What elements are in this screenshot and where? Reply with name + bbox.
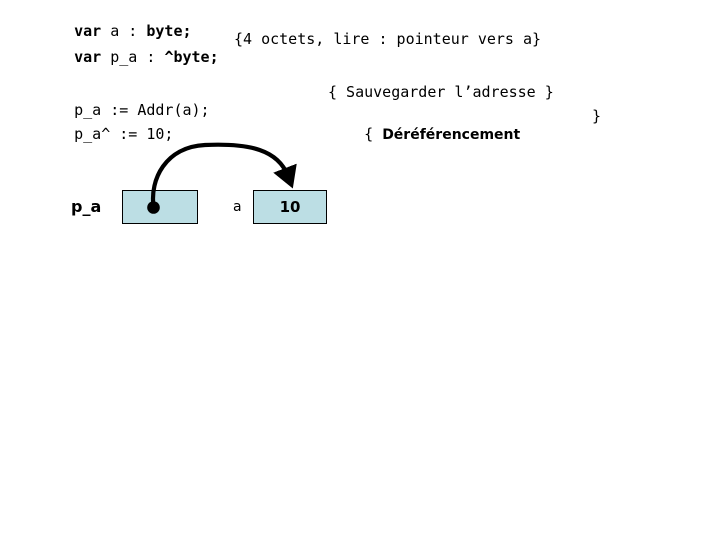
statement-addr-assign: p_a := Addr(a); <box>74 101 210 119</box>
comment-dereference: { Déréférencement} <box>328 107 602 162</box>
pointer-arrow-path <box>150 142 297 209</box>
pointer-origin-dot <box>147 201 160 214</box>
code-line-var-a: var a : byte; <box>38 4 192 58</box>
identifier-pa-decl: p_a : <box>101 48 165 66</box>
type-byte: byte; <box>146 22 192 40</box>
statement-deref-assign: p_a^ := 10; <box>74 125 174 143</box>
memory-label-a: a <box>233 199 242 215</box>
identifier-a-decl: a : <box>101 22 147 40</box>
type-pointer-byte: ^byte; <box>164 48 219 66</box>
comment-deref-word: Déréférencement <box>382 127 521 143</box>
comment-brace-close: } <box>592 107 602 125</box>
code-line-var-pa: var p_a : ^byte; <box>38 30 219 84</box>
comment-save-address: { Sauvegarder l’adresse } <box>328 83 554 101</box>
memory-cell-p-a <box>122 190 198 224</box>
comment-brace-open: { <box>364 125 383 143</box>
keyword-var-2: var <box>74 48 102 66</box>
comment-declaration: {4 octets, lire : pointeur vers a} <box>234 30 542 48</box>
memory-value-a: 10 <box>279 198 301 216</box>
code-line-assign-deref: p_a^ := 10; <box>38 107 173 161</box>
pointer-arrow-graphic <box>147 142 297 214</box>
keyword-var: var <box>74 22 102 40</box>
memory-cell-a <box>253 190 327 224</box>
code-line-assign-pa: p_a := Addr(a); <box>38 83 210 137</box>
memory-label-p-a: p_a <box>71 197 102 216</box>
